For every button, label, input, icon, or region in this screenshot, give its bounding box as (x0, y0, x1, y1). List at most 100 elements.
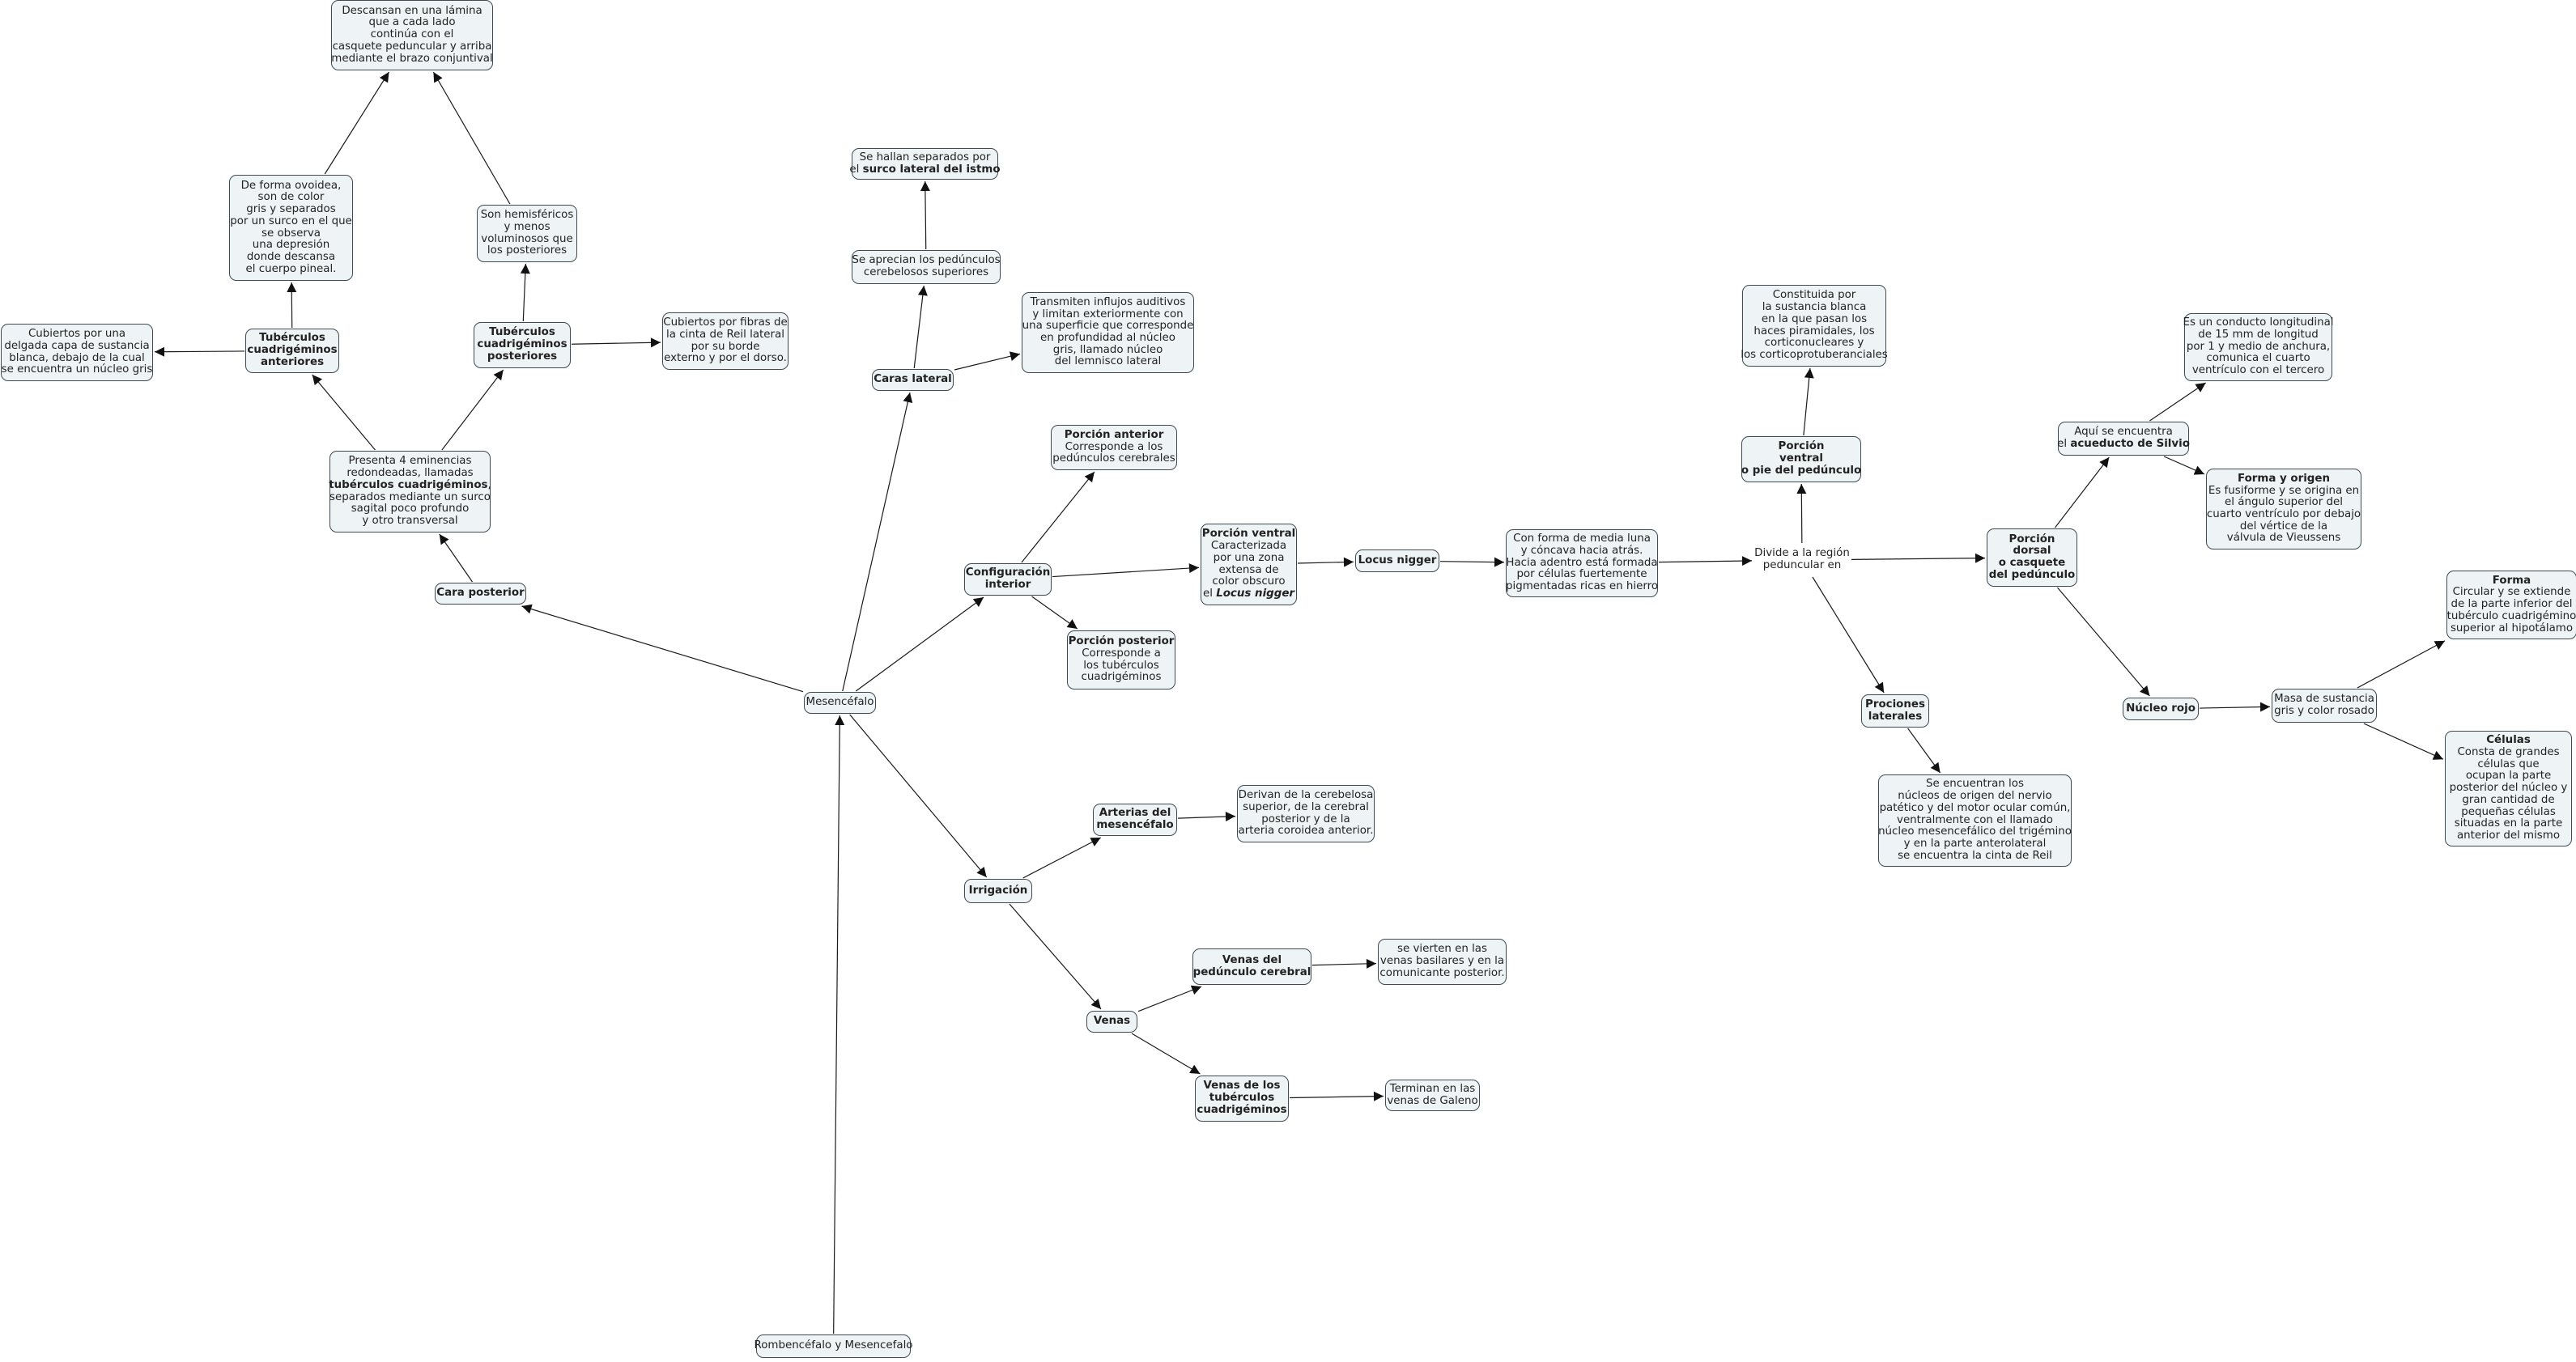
connector-prociones-to-encuentran (1907, 728, 1941, 774)
node-text-run: del lemnisco lateral (1054, 355, 1162, 368)
node-text-run: venas de Galeno (1387, 1094, 1478, 1107)
node-text-run: Caracterizada (1210, 540, 1287, 553)
node-text-run: corticonucleares y (1764, 337, 1864, 350)
node-text-run: se encuentra un núcleo gris (1, 363, 153, 376)
node-text-line: donde descansa (230, 251, 352, 264)
node-text-line: Se encuentran los (1878, 779, 2072, 791)
node-text-run: pequeñas células (2461, 805, 2556, 818)
node-text-run: comunicante posterior. (1379, 966, 1505, 979)
node-text-line: Cubiertos por una (2, 328, 153, 341)
node-text-run: células que (2477, 757, 2540, 770)
node-text-run: Mesencéfalo (806, 696, 874, 709)
node-text-line: peduncular en (1754, 559, 1850, 572)
node-text-run: Con forma de media luna (1513, 532, 1651, 545)
node-text-run: una depresión (252, 239, 330, 252)
node-text-line: posteriores (477, 350, 567, 363)
node-text-line: núcleo mesencefálico del trigémino (1878, 825, 2072, 838)
node-text-run: delgada capa de sustancia (4, 339, 150, 352)
connector-venas_pedunculo-to-vierten (1311, 958, 1377, 969)
node-text-run: venas basilares y en la (1379, 955, 1505, 968)
node-text-line: Circular y se extiende (2447, 587, 2576, 599)
node-text-line: anterior del mismo (2450, 830, 2568, 842)
node-text-line: pequeñas células (2450, 805, 2568, 819)
node-text-line: tubérculos (1197, 1092, 1286, 1105)
node-text-run: por 1 y medio de anchura, (2186, 340, 2331, 353)
connector-divide-to-porcion_ventral_pie (1796, 483, 1807, 544)
node-venas[interactable]: Venas (1086, 1011, 1137, 1033)
connector-irrigacion-to-venas (1009, 903, 1102, 1010)
node-text-line: Forma y origen (2207, 473, 2361, 486)
connector-nucleo_rojo-to-masa (2199, 702, 2271, 712)
node-text-line: cerebelosos superiores (852, 266, 1000, 279)
node-nucleo-rojo[interactable]: Núcleo rojo (2123, 698, 2199, 720)
node-cara-posterior[interactable]: Cara posterior (435, 583, 526, 605)
node-text-run: anteriores (260, 355, 325, 368)
node-mesencefalo[interactable]: Mesencéfalo (804, 692, 876, 714)
node-text-run: Configuración (965, 566, 1051, 579)
node-text-run: se vierten en las (1397, 943, 1487, 956)
node-text-run: y otro transversal (362, 514, 458, 527)
node-text: Caras lateral (874, 373, 951, 386)
connector-divide-to-prociones (1812, 576, 1885, 694)
node-text-line: Porción (1741, 441, 1861, 453)
node-text-line: Consta de grandes (2450, 746, 2568, 759)
node-text-line: de la parte inferior del (2447, 598, 2576, 611)
node-text-line: Venas de los (1197, 1080, 1286, 1093)
node-text-line: Descansan en una lámina (331, 5, 492, 18)
node-text-line: Caracterizada (1202, 540, 1296, 553)
node-text-run: tubérculo cuadrigémino (2446, 609, 2576, 622)
node-text-line: pedúnculos cerebrales (1052, 452, 1175, 465)
node-text-line: blanca, debajo de la cual (2, 352, 153, 365)
node-rombencefalo-y-mesencefalo[interactable]: Rombencéfalo y Mesencefalo (755, 1334, 912, 1358)
connector-masa-to-forma (2357, 640, 2446, 689)
node-text-line: por su borde (663, 341, 788, 354)
node-irrigacion[interactable]: Irrigación (964, 879, 1032, 903)
node-caras-lateral[interactable]: Caras lateral (872, 369, 954, 391)
node-locus-nigger[interactable]: Locus nigger (1355, 549, 1439, 572)
node-text-run: Aquí se encuentra (2074, 426, 2173, 439)
